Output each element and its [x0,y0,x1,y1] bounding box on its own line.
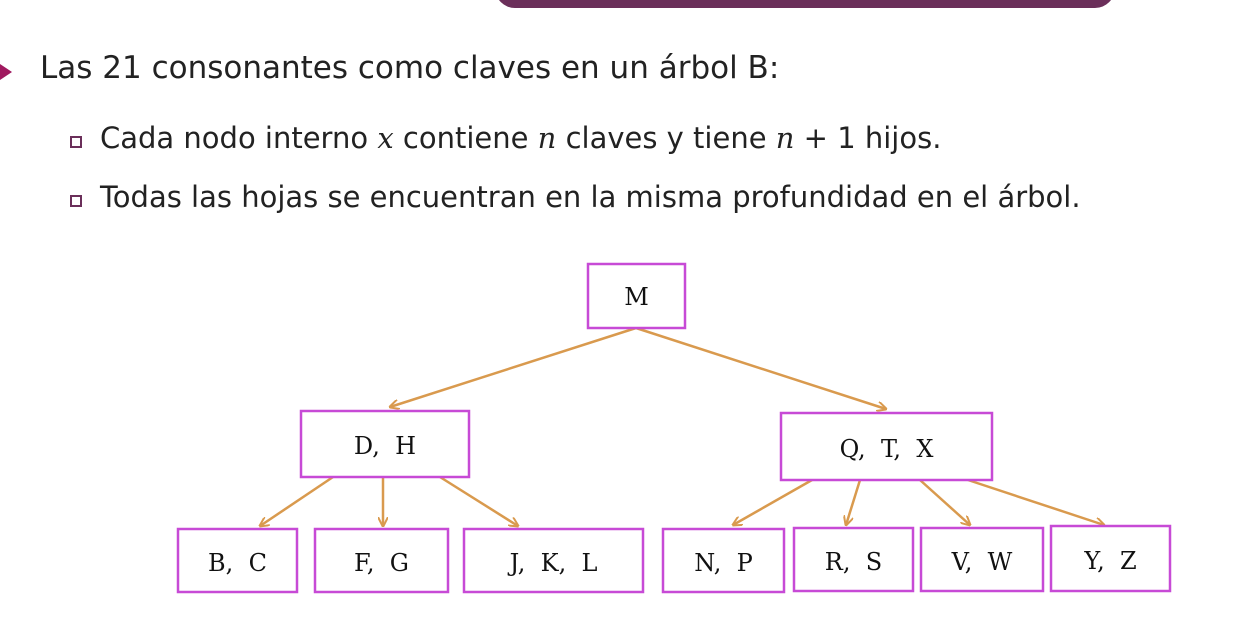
node-label: J, K, L [507,549,598,577]
tree-leaf-yz: Y, Z [1049,524,1172,593]
tree-leaf-bc: B, C [176,527,299,594]
edge-qtx-yz [967,478,1104,525]
checkbox-bullet-icon [70,195,82,207]
variable-n: n [775,121,795,155]
edge-dh-jkl [439,475,518,526]
node-label: V, W [951,548,1013,576]
tree-leaf-vw: V, W [919,526,1045,593]
tree-node-root: M [586,262,687,330]
node-label: Y, Z [1083,547,1136,575]
tree-node-qtx: Q, T, X [779,411,994,482]
node-label: D, H [354,432,416,460]
edge-qtx-vw [919,479,970,525]
bullet-arrow-icon [0,64,12,80]
node-label: M [624,283,649,311]
sub-bullet-internal-nodes: Cada nodo interno x contiene n claves y … [100,121,941,155]
edge-root-right [635,326,886,409]
edge-dh-bc [260,475,334,526]
edge-qtx-np [733,478,813,525]
sub-bullet-leaves: Todas las hojas se encuentran en la mism… [100,180,1081,214]
node-label: B, C [208,549,267,577]
variable-x: x [377,121,394,155]
sub-bullet-text: Cada nodo interno [100,121,378,155]
tree-leaf-rs: R, S [792,526,915,593]
sub-bullet-text: + 1 hijos. [794,121,942,155]
main-bullet-text: Las 21 consonantes como claves en un árb… [40,50,780,86]
edge-qtx-rs [846,479,862,525]
node-label: N, P [694,549,753,577]
tree-leaf-np: N, P [661,527,786,594]
tree-leaf-jkl: J, K, L [462,527,645,594]
node-label: R, S [825,548,882,576]
node-label: Q, T, X [840,435,934,463]
sub-bullet-text: contiene [393,121,538,155]
tree-node-dh: D, H [299,409,471,479]
node-label: F, G [354,549,409,577]
edge-root-left [390,326,637,407]
checkbox-bullet-icon [70,136,82,148]
variable-n: n [537,121,557,155]
tree-leaf-fg: F, G [313,527,450,594]
title-bar-decoration [495,0,1115,8]
sub-bullet-text: claves y tiene [556,121,776,155]
